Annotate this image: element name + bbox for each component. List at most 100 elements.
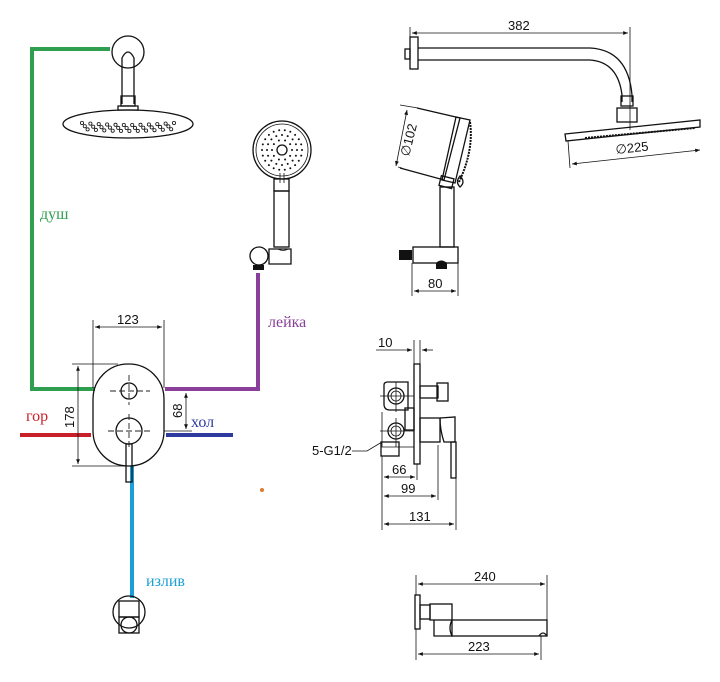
nozzle-dot xyxy=(146,122,151,127)
label-hot: гор xyxy=(26,408,48,425)
nozzle-dot xyxy=(291,138,294,141)
nozzle-dot xyxy=(278,129,281,132)
nozzle-dot xyxy=(121,123,126,128)
nozzle-dot xyxy=(166,124,171,129)
overhead-shower-front xyxy=(62,35,194,139)
nozzle-dot xyxy=(130,123,135,128)
accent-dot xyxy=(260,488,264,492)
nozzle-dot xyxy=(163,121,168,126)
nozzle-dot xyxy=(266,149,268,151)
nozzle-dot xyxy=(272,154,275,157)
nozzle-dot xyxy=(297,159,300,162)
nozzle-dot xyxy=(286,162,289,165)
nozzle-dot xyxy=(272,130,275,133)
nozzle-dot xyxy=(275,162,278,165)
nozzle-dot xyxy=(294,133,297,136)
spout-front xyxy=(112,595,146,634)
nozzle-dot xyxy=(278,168,281,171)
nozzle-dot xyxy=(138,122,143,127)
nozzle-dot xyxy=(277,158,280,161)
nozzle-dot xyxy=(102,128,107,133)
nozzle-dot xyxy=(144,128,149,133)
nozzle-dot xyxy=(297,138,300,141)
nozzle-dot xyxy=(267,154,270,157)
nozzle-dot xyxy=(96,122,101,127)
hand-shower-side xyxy=(395,104,472,296)
nozzle-dot xyxy=(152,128,157,133)
nozzle-dot xyxy=(80,121,85,126)
nozzle-dot xyxy=(291,159,294,162)
nozzle-dot xyxy=(88,121,93,126)
dim-panel-height: 178 xyxy=(62,406,77,428)
nozzle-dot xyxy=(286,135,289,138)
dim-arm-length: 382 xyxy=(508,18,530,33)
dim-depth-66: 66 xyxy=(392,462,406,477)
nozzle-dot xyxy=(270,138,273,141)
dim-depth-131: 131 xyxy=(409,509,431,524)
nozzle-dot xyxy=(155,122,160,127)
nozzle-dot xyxy=(105,122,110,127)
nozzle-dot xyxy=(107,125,112,130)
dim-depth-99: 99 xyxy=(401,481,415,496)
nozzle-dot xyxy=(91,124,96,129)
nozzle-dot xyxy=(116,125,121,130)
label-shower: душ xyxy=(40,206,69,223)
nozzle-dot xyxy=(300,154,303,157)
nozzle-dot xyxy=(160,127,165,132)
nozzle-dot xyxy=(284,139,287,142)
hand-shower-front xyxy=(249,120,312,270)
mixer-side xyxy=(352,340,457,530)
nozzle-dot xyxy=(300,143,303,146)
nozzle-dot xyxy=(132,125,137,130)
nozzle-dot xyxy=(82,124,87,129)
nozzle-dot xyxy=(264,138,267,141)
nozzle-dot xyxy=(272,143,275,146)
spout-side xyxy=(414,575,548,660)
nozzle-dot xyxy=(119,128,124,133)
dim-spout-total: 240 xyxy=(474,569,496,584)
nozzle-dot xyxy=(127,128,132,133)
nozzle-dot xyxy=(296,149,298,151)
nozzle-dot xyxy=(283,168,286,171)
nozzle-dot xyxy=(141,125,146,130)
dim-plate-thickness: 10 xyxy=(378,335,392,350)
nozzle-dot xyxy=(267,133,270,136)
dim-panel-width: 123 xyxy=(117,312,139,327)
nozzle-dot xyxy=(284,158,287,161)
nozzle-dot xyxy=(283,129,286,132)
nozzle-dot xyxy=(267,164,270,167)
nozzle-dot xyxy=(85,127,90,132)
nozzle-dot xyxy=(294,154,297,157)
nozzle-dot xyxy=(281,164,283,166)
label-spout: излив xyxy=(146,573,185,590)
nozzle-dot xyxy=(113,122,118,127)
nozzle-dot xyxy=(272,167,275,170)
nozzle-dot xyxy=(267,143,270,146)
nozzle-dot xyxy=(171,121,176,126)
nozzle-dot xyxy=(261,154,264,157)
shower-arm-side xyxy=(404,27,701,169)
nozzle-dot xyxy=(270,159,273,162)
nozzle-dot xyxy=(281,134,283,136)
nozzle-dot xyxy=(93,127,98,132)
nozzle-dot xyxy=(301,149,303,151)
nozzle-dot xyxy=(264,159,267,162)
nozzle-dot xyxy=(261,149,263,151)
nozzle-dot xyxy=(99,125,104,130)
nozzle-dot xyxy=(275,135,278,138)
dim-axis-distance: 68 xyxy=(170,404,185,418)
nozzle-dot xyxy=(289,143,292,146)
nozzle-dot xyxy=(110,128,115,133)
nozzle-dot xyxy=(261,143,264,146)
nozzle-dot xyxy=(294,143,297,146)
nozzle-dot xyxy=(289,167,292,170)
dim-head-diameter: ∅225 xyxy=(615,139,649,157)
pipe-hand-shower xyxy=(165,273,260,391)
nozzle-dot xyxy=(289,130,292,133)
dim-hand-shower-diameter: ∅102 xyxy=(397,122,420,158)
pipe-shower xyxy=(30,47,110,391)
nozzle-dot xyxy=(277,139,280,142)
nozzle-dot xyxy=(169,127,174,132)
nozzle-dot xyxy=(294,164,297,167)
